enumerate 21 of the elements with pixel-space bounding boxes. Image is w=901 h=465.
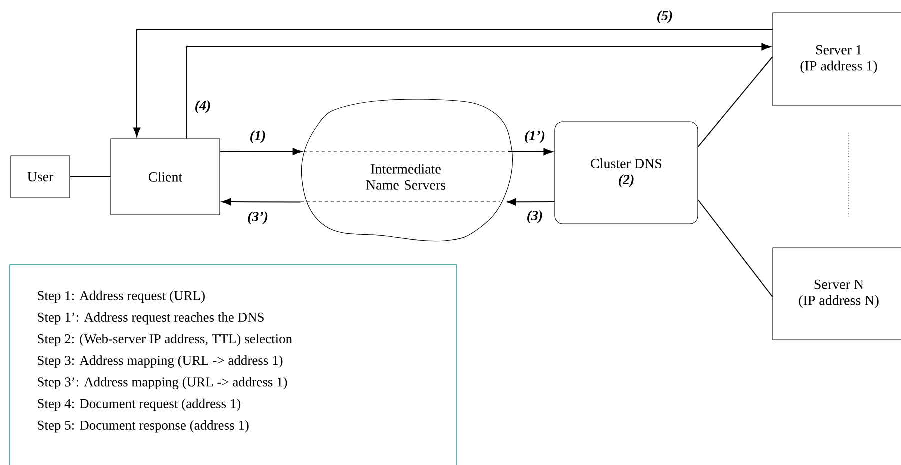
- arrow: [186, 43, 772, 140]
- server-box: Server 1 (IP address 1): [772, 12, 901, 106]
- edge-label: (4): [196, 100, 210, 114]
- arrow: [220, 148, 302, 156]
- edge-label: (1): [250, 130, 266, 144]
- connector-line: [698, 200, 774, 298]
- edge-label: (3’): [248, 212, 268, 224]
- client-box: Client: [110, 138, 220, 216]
- edge-label: (3): [528, 210, 542, 224]
- edge-label: (5): [658, 10, 672, 24]
- steps-box: Step 1: Address request (URL) Step 1’: Address request reaches the DNS Step 2: (Web-server IP address, TTL) selection Step 3: Address mapping (URL -> address 1) Step 3’: Address mapping (URL -> address 1) Step 4: Document request (address 1) Step 5: Document response (address 1): [10, 264, 458, 465]
- connector-line: [698, 56, 774, 148]
- arrow: [506, 198, 556, 206]
- arrow: [508, 148, 554, 156]
- edge-label: (1’): [525, 130, 545, 144]
- arrow: [133, 30, 774, 138]
- arrow: [222, 198, 302, 206]
- server-box: Server N (IP address N): [772, 248, 901, 340]
- user-box: User: [10, 156, 70, 198]
- connector-line: [70, 176, 112, 178]
- dns-box: Cluster DNS (2): [554, 122, 698, 224]
